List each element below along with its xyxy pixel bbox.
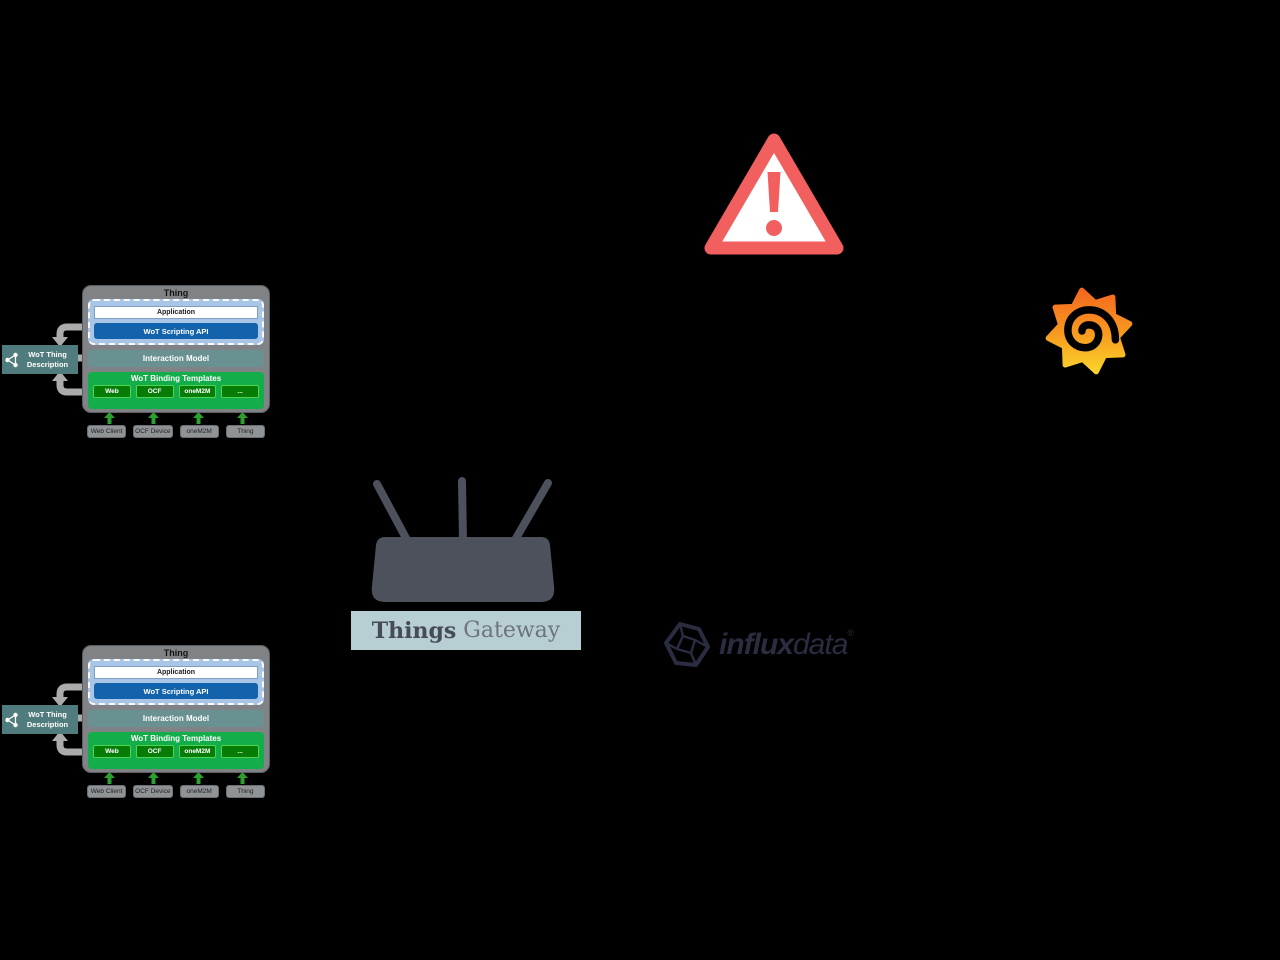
binding-templates-box: WoT Binding Templates Web OCF oneM2M ... [88, 732, 264, 769]
gateway-name-bold: Things [371, 617, 457, 644]
up-arrow-icon [176, 412, 221, 424]
application-box: Application [94, 306, 258, 319]
up-arrow-icon [132, 772, 177, 784]
binding-row: Web OCF oneM2M ... [93, 745, 259, 758]
warning-triangle-icon [704, 133, 844, 255]
device-item: Web Client [87, 785, 127, 798]
up-arrow-icon [221, 772, 266, 784]
description-label: WoT Thing Description [26, 710, 69, 729]
share-network-icon [5, 712, 18, 727]
registered-mark: ® [847, 628, 855, 638]
device-item: oneM2M [179, 785, 219, 798]
binding-templates-title: WoT Binding Templates [130, 374, 222, 383]
wot-thing-description-box: WoT Thing Description [2, 345, 78, 374]
binding-item: ... [221, 385, 259, 398]
device-item: OCF Device [133, 785, 173, 798]
influxdata-cube-icon [664, 622, 710, 667]
description-label: WoT Thing Description [26, 350, 69, 369]
router-icon [371, 477, 555, 602]
grafana-logo-icon [1045, 287, 1133, 375]
device-row: Web Client OCF Device oneM2M Thing [87, 785, 265, 798]
wot-thing-diagram-bottom: WoT Thing Description Thing Application … [0, 645, 285, 805]
share-network-icon [5, 352, 18, 367]
influxdata-logo: influxdata® [664, 622, 854, 668]
device-arrows-row [87, 772, 265, 784]
device-item: Thing [225, 785, 265, 798]
binding-item: OCF [135, 745, 174, 758]
device-row: Web Client OCF Device oneM2M Thing [87, 425, 265, 438]
gateway-name-regular: Gateway [463, 618, 561, 643]
up-arrow-icon [176, 772, 221, 784]
device-item: OCF Device [133, 425, 173, 438]
thing-container: Thing Application WoT Scripting API Inte… [82, 645, 270, 773]
scripting-api-box: WoT Scripting API [94, 323, 258, 339]
binding-templates-title: WoT Binding Templates [130, 734, 222, 743]
thing-container: Thing Application WoT Scripting API Inte… [82, 285, 270, 413]
data-light: data [793, 628, 848, 661]
binding-item: oneM2M [178, 745, 217, 758]
up-arrow-icon [132, 412, 177, 424]
binding-templates-box: WoT Binding Templates Web OCF oneM2M ... [88, 372, 264, 409]
runtime-dashed-box: Application WoT Scripting API [88, 659, 264, 705]
up-arrow-icon [87, 772, 132, 784]
up-arrow-icon [221, 412, 266, 424]
scripting-api-box: WoT Scripting API [94, 683, 258, 699]
device-item: Web Client [87, 425, 127, 438]
up-arrow-icon [87, 412, 132, 424]
binding-item: OCF [135, 385, 174, 398]
device-arrows-row [87, 412, 265, 424]
influxdata-wordmark: influxdata® [719, 628, 854, 662]
binding-item: ... [221, 745, 259, 758]
application-box: Application [94, 666, 258, 679]
binding-item: Web [93, 745, 131, 758]
interaction-model-box: Interaction Model [88, 350, 264, 367]
binding-item: Web [93, 385, 131, 398]
device-item: oneM2M [179, 425, 219, 438]
influx-bold: influx [719, 628, 794, 661]
things-gateway-banner: Things Gateway [351, 611, 581, 650]
binding-row: Web OCF oneM2M ... [93, 385, 259, 398]
thing-title: Thing [163, 288, 189, 298]
wot-thing-diagram-top: WoT Thing Description Thing Application … [0, 285, 285, 445]
interaction-model-box: Interaction Model [88, 710, 264, 727]
binding-item: oneM2M [178, 385, 217, 398]
wot-thing-description-box: WoT Thing Description [2, 705, 78, 734]
thing-title: Thing [163, 648, 189, 658]
runtime-dashed-box: Application WoT Scripting API [88, 299, 264, 345]
device-item: Thing [225, 425, 265, 438]
